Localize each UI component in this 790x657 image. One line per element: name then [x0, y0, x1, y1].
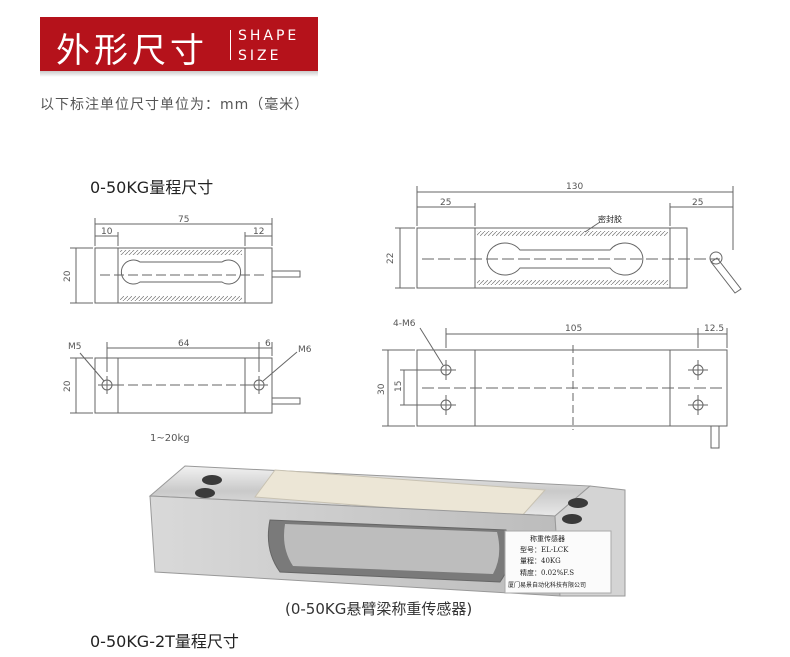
banner-title-en-1: SHAPE	[238, 28, 300, 44]
small-top-length: 75	[178, 215, 189, 225]
banner-title-en-2: SIZE	[238, 48, 282, 64]
small-side-hole-right: M6	[298, 345, 312, 355]
small-top-height: 20	[63, 270, 73, 282]
banner-shadow	[40, 71, 318, 77]
section2-title: 0-50KG-2T量程尺寸	[90, 632, 239, 651]
product-caption: (0-50KG悬臂梁称重传感器)	[285, 600, 473, 618]
banner-divider	[230, 30, 231, 60]
large-top-right-offset: 25	[692, 198, 703, 208]
product-label-line2: 型号：EL-LCK	[520, 545, 569, 554]
large-top-length: 130	[566, 182, 583, 192]
large-top-view	[395, 186, 742, 294]
large-side-right-offset: 12.5	[704, 324, 724, 334]
small-top-view	[70, 218, 301, 304]
large-side-height: 30	[377, 383, 387, 395]
product-label-line5: 厦门易景自动化科技有限公司	[508, 581, 586, 589]
small-side-right-offset: 6	[265, 339, 271, 349]
small-range-note: 1~20kg	[150, 433, 190, 444]
large-top-height: 22	[386, 253, 396, 264]
banner-title-zh: 外形尺寸	[56, 31, 208, 71]
large-side-view	[382, 327, 728, 449]
section-banner: 外形尺寸 SHAPE SIZE	[40, 17, 318, 71]
product-label-line1: 称重传感器	[530, 534, 565, 543]
product-label-line3: 量程：40KG	[520, 556, 561, 565]
small-side-span: 64	[178, 339, 190, 349]
small-side-hole-left: M5	[68, 342, 82, 352]
large-top-seal-label: 密封胶	[598, 214, 622, 224]
small-top-left-offset: 10	[101, 227, 113, 237]
large-side-hole-spacing: 15	[394, 381, 404, 392]
product-photo	[148, 465, 626, 597]
small-side-view	[70, 342, 301, 414]
section1-title: 0-50KG量程尺寸	[90, 178, 214, 197]
unit-note: 以下标注单位尺寸单位为：mm（毫米）	[40, 97, 310, 113]
small-side-height: 20	[63, 380, 73, 392]
large-side-holes: 4-M6	[393, 319, 416, 329]
small-top-right-offset: 12	[253, 227, 264, 237]
large-side-span: 105	[565, 324, 582, 334]
product-label-line4: 精度：0.02%F.S	[520, 568, 574, 577]
large-top-left-offset: 25	[440, 198, 451, 208]
